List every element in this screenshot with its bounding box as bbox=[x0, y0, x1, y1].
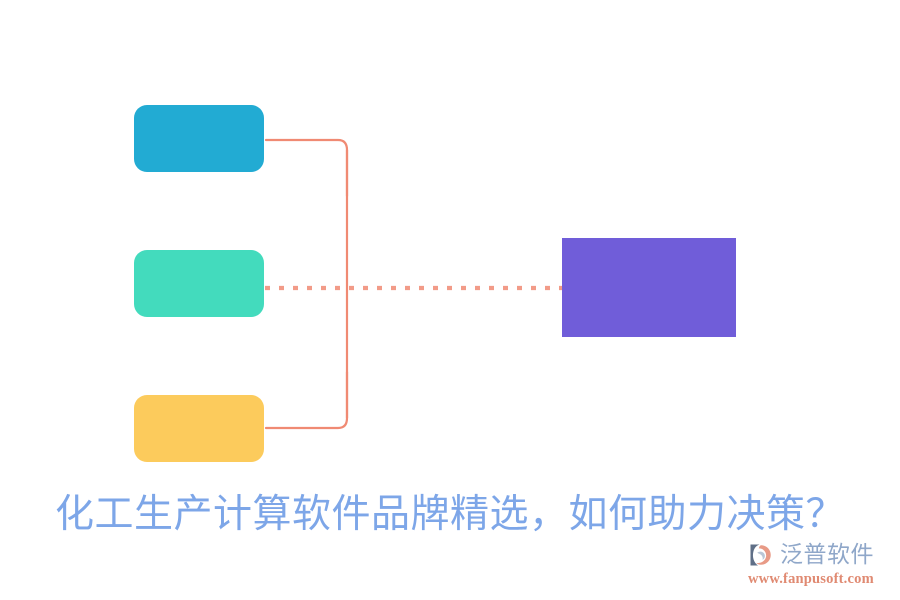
node-green[interactable] bbox=[134, 250, 264, 317]
logo-row: 泛普软件 bbox=[746, 540, 874, 570]
connector-yellow-to-bus bbox=[264, 370, 349, 430]
connector-cyan-to-bus bbox=[264, 138, 349, 198]
logo-brand-name: 泛普软件 bbox=[780, 542, 874, 568]
node-purple[interactable] bbox=[562, 238, 736, 337]
logo-url: www.fanpusoft.com bbox=[748, 571, 874, 587]
node-cyan[interactable] bbox=[134, 105, 264, 172]
fanpu-logo-icon bbox=[750, 544, 771, 566]
page-title: 化工生产计算软件品牌精选，如何助力决策？ bbox=[54, 492, 845, 537]
node-yellow[interactable] bbox=[134, 395, 264, 462]
brand-watermark: 泛普软件 www.fanpusoft.com bbox=[746, 540, 886, 592]
